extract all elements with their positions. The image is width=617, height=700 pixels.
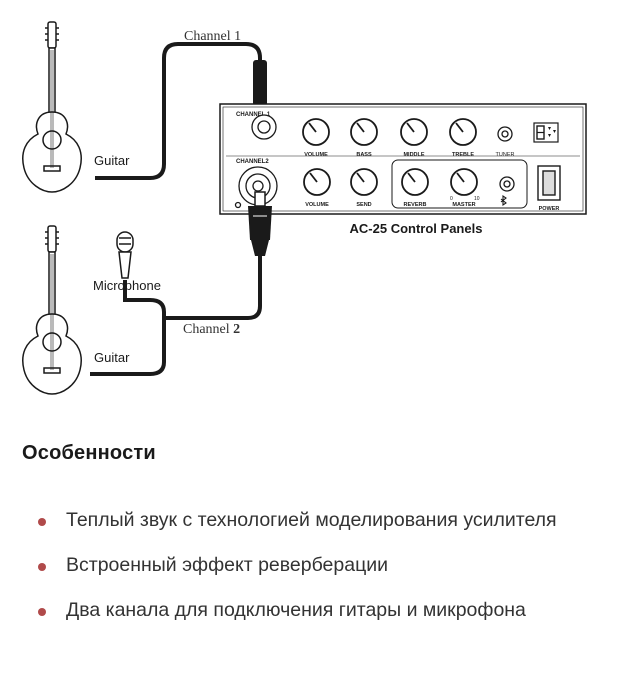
- xlr-plug-icon: [248, 191, 272, 256]
- bluetooth-icon: [500, 194, 507, 207]
- guitar-icon-2: [22, 225, 82, 395]
- bullet-dot-icon: [38, 608, 46, 616]
- list-item: Теплый звук с технологией моделирования …: [0, 504, 617, 537]
- channel-1-cable-label: Channel 1: [184, 29, 241, 44]
- reverb-label: REVERB: [404, 202, 427, 208]
- bullet-dot-icon: [38, 563, 46, 571]
- volume-1-knob-icon[interactable]: [302, 118, 330, 146]
- master-label: MASTER: [452, 202, 475, 208]
- guitar-1-label: Guitar: [94, 153, 130, 168]
- reverb-knob-icon[interactable]: [401, 168, 429, 196]
- send-label: SEND: [356, 202, 371, 208]
- bass-label: BASS: [356, 152, 372, 158]
- list-item-text: Теплый звук с технологией моделирования …: [66, 509, 557, 531]
- treble-knob-icon[interactable]: [449, 118, 477, 146]
- cable-channel-2: [90, 252, 262, 376]
- list-item-text: Два канала для подключения гитары и микр…: [66, 599, 526, 621]
- master-min-label: 0: [450, 196, 453, 202]
- control-panel: CHANNEL 1 CHANNEL2 VOLUME BASS MIDDLE: [219, 103, 587, 215]
- microphone-icon: [116, 231, 134, 279]
- volume-2-label: VOLUME: [305, 202, 329, 208]
- middle-knob-icon[interactable]: [400, 118, 428, 146]
- guitar-icon-1: [22, 21, 82, 193]
- tuner-button-icon[interactable]: [497, 126, 513, 142]
- microphone-label: Microphone: [93, 278, 161, 293]
- list-item: Два канала для подключения гитары и микр…: [0, 594, 617, 627]
- volume-2-knob-icon[interactable]: [303, 168, 331, 196]
- cable-channel-1: [95, 42, 262, 180]
- tuner-label: TUNER: [496, 152, 515, 158]
- list-item-text: Встроенный эффект реверберации: [66, 554, 389, 576]
- treble-label: TREBLE: [452, 152, 474, 158]
- list-item: Встроенный эффект реверберации: [0, 549, 617, 582]
- tuner-display-icon: [533, 122, 559, 143]
- bullet-dot-icon: [38, 518, 46, 526]
- channel-2-cable-label: Channel 2: [183, 322, 240, 337]
- volume-1-label: VOLUME: [304, 152, 328, 158]
- channel-2-label-number: 2: [233, 322, 240, 337]
- power-switch-icon[interactable]: [537, 165, 561, 201]
- channel-2-label-text: Channel: [183, 322, 233, 337]
- master-knob-icon[interactable]: [450, 168, 478, 196]
- features-heading: Особенности: [22, 442, 156, 464]
- panel-channel-2-label: CHANNEL2: [236, 159, 269, 165]
- send-knob-icon[interactable]: [350, 168, 378, 196]
- middle-label: MIDDLE: [403, 152, 424, 158]
- panel-channel-1-label: CHANNEL 1: [236, 112, 271, 118]
- power-label: POWER: [539, 206, 560, 212]
- aux-jack-icon: [499, 176, 515, 192]
- guitar-2-label: Guitar: [94, 350, 130, 365]
- panel-title: AC-25 Control Panels: [350, 221, 483, 236]
- connection-diagram: Guitar Microphone Guitar Channel 1 Chann…: [22, 21, 587, 395]
- channel-1-jack-icon: [251, 114, 277, 140]
- features-list: Теплый звук с технологией моделирования …: [0, 504, 617, 639]
- bass-knob-icon[interactable]: [350, 118, 378, 146]
- master-max-label: 10: [474, 196, 480, 202]
